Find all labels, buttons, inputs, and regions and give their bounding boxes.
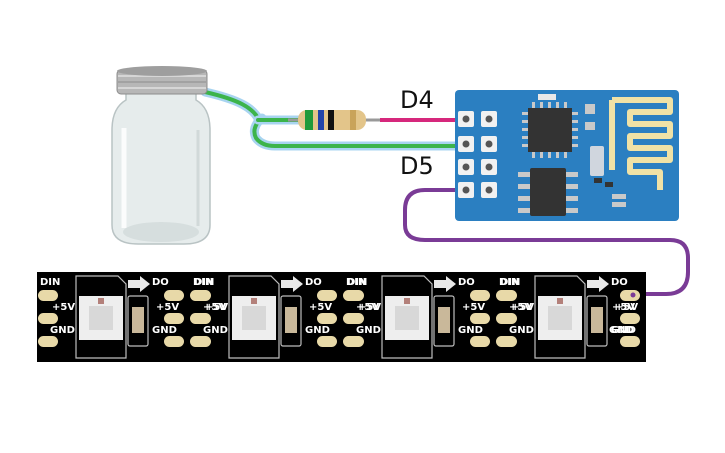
strip-label-din: DIN	[194, 277, 214, 288]
strip-label-5v: +5V	[309, 302, 332, 313]
mason-jar	[111, 66, 211, 245]
capacitor-outline	[433, 295, 455, 347]
strip-label-5v: +5V	[509, 302, 532, 313]
strip-label-gnd: GND	[50, 325, 75, 336]
capacitor	[132, 307, 144, 333]
data-connection-dot	[630, 292, 636, 298]
led-outline	[75, 275, 127, 359]
esp-chip	[522, 102, 578, 158]
solder-pad	[191, 313, 211, 324]
strip-label-gnd: GND	[609, 325, 634, 336]
strip-label-do: DO	[152, 277, 169, 288]
strip-label-5v: +5V	[52, 302, 75, 313]
solder-pad	[497, 336, 517, 347]
arrow-right-icon	[128, 276, 150, 292]
strip-label-5v: +5V	[205, 302, 228, 313]
led-outline	[228, 275, 280, 359]
solder-pad	[38, 336, 58, 347]
strip-label-gnd: GND	[152, 325, 177, 336]
strip-label-din: DIN	[500, 277, 520, 288]
led-outline	[381, 275, 433, 359]
solder-pad	[317, 336, 337, 347]
solder-pad	[38, 290, 58, 301]
solder-pad	[470, 290, 490, 301]
flash-chip	[518, 168, 578, 216]
led-lens	[89, 306, 113, 330]
jar-wire	[200, 87, 263, 123]
led-die	[404, 298, 410, 304]
strip-label-5v: +5V	[615, 302, 638, 313]
led-lens	[395, 306, 419, 330]
strip-label-gnd: GND	[458, 325, 483, 336]
pin-label-d4: D4	[400, 86, 434, 114]
solder-pad	[497, 290, 517, 301]
esp-01-board	[455, 90, 679, 221]
solder-pad	[191, 336, 211, 347]
solder-pad	[344, 290, 364, 301]
solder-pad	[38, 313, 58, 324]
wire-data	[403, 188, 690, 296]
strip-label-5v: +5V	[356, 302, 379, 313]
led-outline	[534, 275, 586, 359]
led-lens	[242, 306, 266, 330]
antenna-trace	[609, 97, 673, 190]
solder-pad	[164, 336, 184, 347]
solder-pad	[164, 290, 184, 301]
solder-pad	[620, 336, 640, 347]
strip-label-do: DO	[611, 277, 628, 288]
capacitor-outline	[127, 295, 149, 347]
strip-label-gnd: GND	[509, 325, 534, 336]
strip-label-5v: +5V	[203, 302, 226, 313]
solder-pad	[620, 290, 640, 301]
strip-label-5v: +5V	[156, 302, 179, 313]
arrow-right-icon	[587, 276, 609, 292]
solder-pad	[470, 313, 490, 324]
capacitor-outline	[586, 295, 608, 347]
strip-label-gnd: GND	[356, 325, 381, 336]
strip-label-gnd: GND	[611, 325, 636, 336]
pin-label-d5: D5	[400, 152, 434, 180]
capacitor	[285, 307, 297, 333]
solder-pad	[191, 290, 211, 301]
strip-label-gnd: GND	[305, 325, 330, 336]
led-lens	[548, 306, 572, 330]
solder-pad	[344, 313, 364, 324]
solder-pad	[620, 313, 640, 324]
strip-label-do: DO	[458, 277, 475, 288]
capacitor	[591, 307, 603, 333]
solder-pad	[344, 336, 364, 347]
strip-label-5v: +5V	[511, 302, 534, 313]
led-die	[251, 298, 257, 304]
solder-pad	[497, 313, 517, 324]
solder-pad	[317, 290, 337, 301]
capacitor-outline	[280, 295, 302, 347]
strip-label-din: DIN	[499, 277, 519, 288]
wire-d5	[249, 113, 467, 151]
arrow-right-icon	[281, 276, 303, 292]
strip-label-din: DIN	[40, 277, 60, 288]
led-die	[557, 298, 563, 304]
strip-label-din: DIN	[346, 277, 366, 288]
arrow-right-icon	[434, 276, 456, 292]
solder-pad	[470, 336, 490, 347]
strip-label-5v: +5V	[462, 302, 485, 313]
header-pins	[458, 111, 497, 198]
strip-label-gnd: GND	[203, 325, 228, 336]
strip-label-din: DIN	[347, 277, 367, 288]
strip-label-do: DO	[305, 277, 322, 288]
led-die	[98, 298, 104, 304]
resistor	[288, 110, 366, 130]
strip-label-din: DIN	[193, 277, 213, 288]
strip-label-5v: +5V	[612, 302, 635, 313]
solder-pad	[164, 313, 184, 324]
solder-pad	[317, 313, 337, 324]
strip-label-5v: +5V	[358, 302, 381, 313]
led-strip: DIN +5V GND DO +5V GND DIN +5V DIN +5V GND DO +5V GND…	[37, 272, 646, 362]
capacitor	[438, 307, 450, 333]
